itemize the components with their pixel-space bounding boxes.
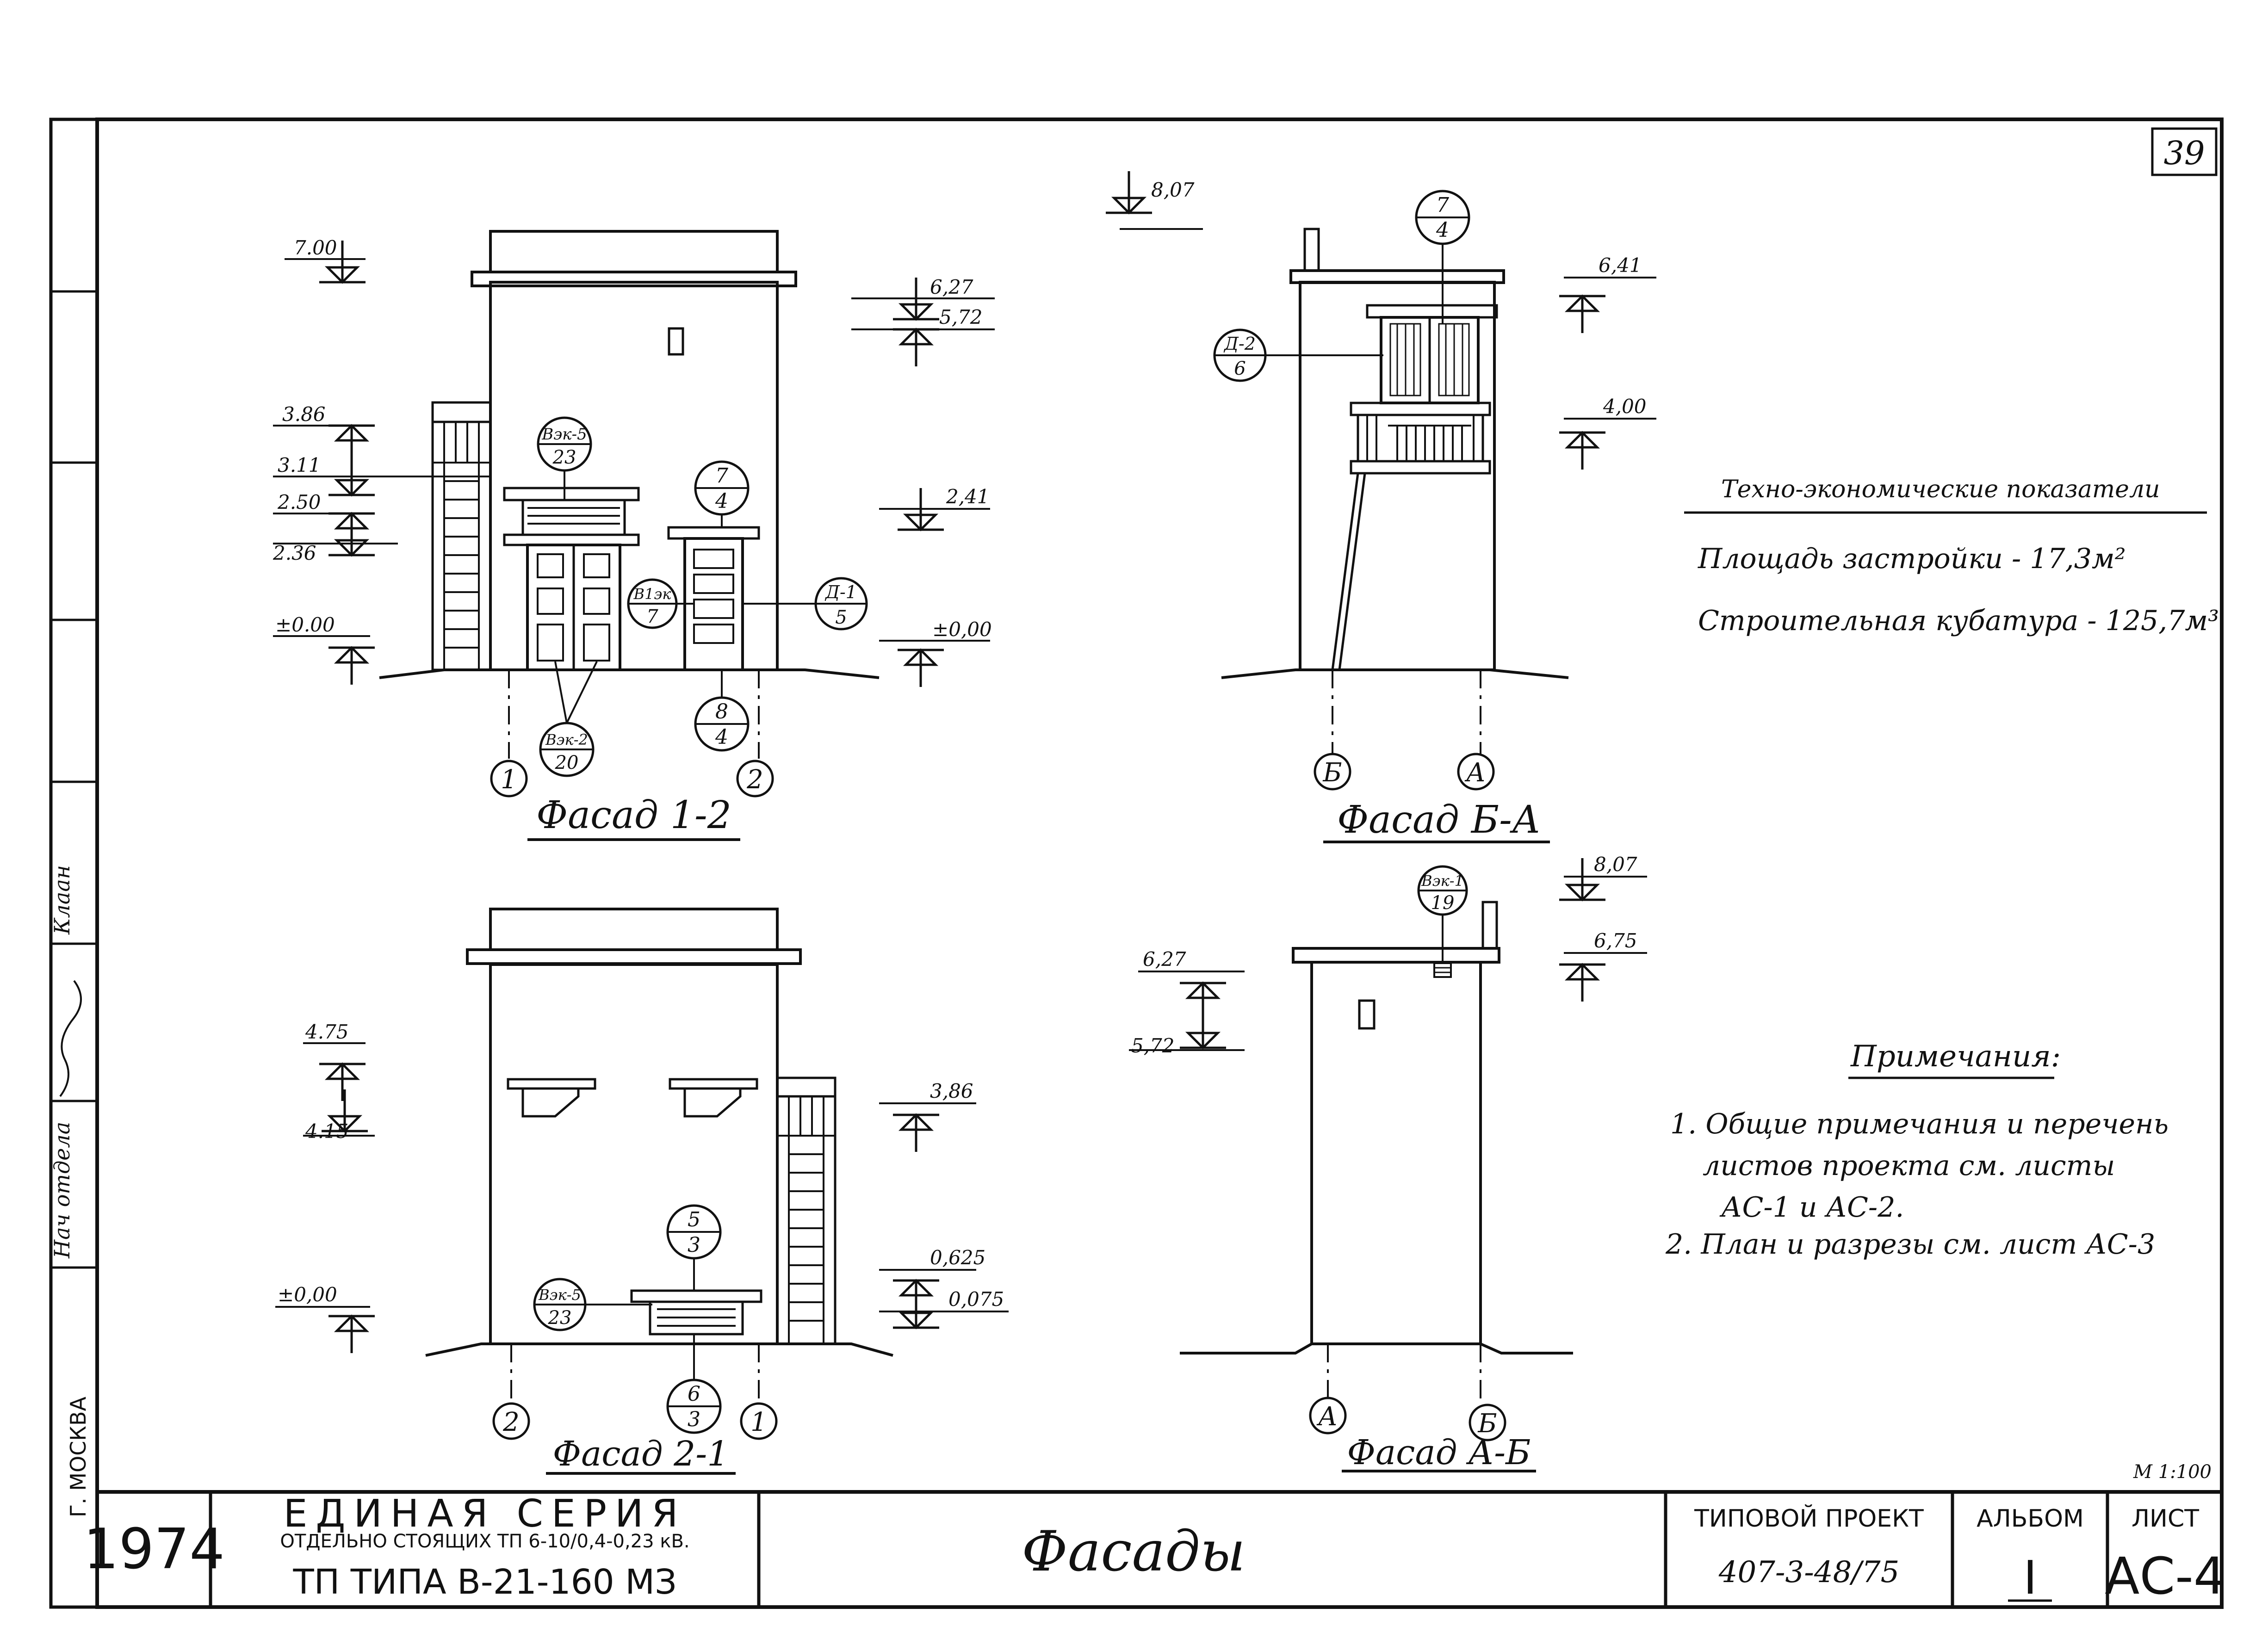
fba-mark-807: 8,07 xyxy=(1151,179,1195,201)
title-block: 1974 ЕДИНАЯ СЕРИЯ ОТДЕЛЬНО СТОЯЩИХ ТП 6-… xyxy=(83,1490,2226,1607)
f12-mark-236: 2.36 xyxy=(273,542,316,564)
side-sign-1: Клаан xyxy=(50,865,74,935)
f12-mark-700: 7.00 xyxy=(294,236,337,259)
facade-b-a: Б А 8,07 6,41 4,00 7 4 Д-2 6 Фасад Б-А xyxy=(1106,171,1656,843)
tb-series-subtitle: ОТДЕЛЬНО СТОЯЩИХ ТП 6-10/0,4-0,23 кВ. xyxy=(280,1531,689,1552)
f12-callout-vek2-top: Вэк-2 xyxy=(545,731,588,748)
f21-callout-5-bot: 3 xyxy=(688,1233,700,1257)
f12-callout-7-bot: 4 xyxy=(715,489,728,513)
tb-sheet-label: ЛИСТ xyxy=(2132,1505,2199,1533)
sheet-number: 39 xyxy=(2163,134,2205,172)
f12-callout-vek5-bot: 23 xyxy=(552,447,576,468)
tb-sheet-name: Фасады xyxy=(1022,1520,1246,1584)
side-city: Г. МОСКВА xyxy=(66,1396,91,1517)
f21-mark-0075: 0,075 xyxy=(948,1288,1004,1311)
fab-mark-675: 6,75 xyxy=(1594,929,1637,952)
facade-1-2: 1 2 7.00 3.86 3.11 2.50 2.36 ±0.00 6,27 … xyxy=(273,230,995,841)
f21-axis-1: 1 xyxy=(750,1407,767,1437)
f12-callout-8-top: 8 xyxy=(715,700,728,724)
f12-mark-250: 2.50 xyxy=(277,491,321,513)
tb-series-title: ЕДИНАЯ СЕРИЯ xyxy=(284,1492,687,1536)
facade-a-b: А Б 6,27 5,72 8,07 6,75 Вэк-1 19 Фасад А… xyxy=(1129,853,1647,1472)
f12-mark-241: 2,41 xyxy=(946,485,990,508)
f12-title: Фасад 1-2 xyxy=(536,793,731,837)
fab-mark-807: 8,07 xyxy=(1594,853,1637,876)
f12-mark-000r: ±0,00 xyxy=(932,618,992,641)
f21-mark-386: 3,86 xyxy=(930,1080,973,1102)
fba-axis-b: Б xyxy=(1322,758,1342,788)
fba-callout-7-bot: 4 xyxy=(1436,218,1449,242)
f12-mark-386: 3.86 xyxy=(282,403,326,426)
f12-callout-v1ek-top: В1эк xyxy=(633,585,672,603)
f12-axis-2: 2 xyxy=(746,765,763,795)
fba-mark-400: 4,00 xyxy=(1603,395,1647,418)
facade-2-1: 2 1 4.75 4.15 ±0,00 3,86 0,625 0,075 5 3… xyxy=(275,908,1009,1475)
f21-title: Фасад 2-1 xyxy=(553,1434,729,1474)
indicators-heading: Техно-экономические показатели xyxy=(1721,476,2160,503)
fab-callout-vek1-bot: 19 xyxy=(1431,892,1455,914)
f12-callout-v1ek-bot: 7 xyxy=(646,606,658,627)
f12-mark-311: 3.11 xyxy=(278,454,321,476)
tb-album-value: I xyxy=(2023,1551,2037,1605)
f12-callout-8-bot: 4 xyxy=(715,725,728,749)
f12-callout-d1-bot: 5 xyxy=(835,607,847,628)
f12-callout-d1-top: Д-1 xyxy=(824,582,857,602)
notes-line-4: 2. План и разрезы см. лист АС-3 xyxy=(1665,1228,2155,1261)
indicators-area: Площадь застройки - 17,3м² xyxy=(1698,543,2126,575)
fba-callout-d2-top: Д-2 xyxy=(1223,334,1256,354)
f12-callout-vek2-bot: 20 xyxy=(555,752,579,773)
fba-mark-641: 6,41 xyxy=(1599,254,1642,277)
f21-mark-000: ±0,00 xyxy=(278,1283,337,1306)
fab-callout-vek1-top: Вэк-1 xyxy=(1421,872,1464,890)
tb-album-label: АЛЬБОМ xyxy=(1977,1505,2084,1533)
f21-callout-vek5-top: Вэк-5 xyxy=(538,1286,581,1304)
tb-tp-type: ТП ТИПА В-21-160 МЗ xyxy=(292,1562,676,1602)
f12-callout-7-top: 7 xyxy=(715,464,728,488)
fba-axis-a: А xyxy=(1464,758,1486,788)
f21-callout-6-top: 6 xyxy=(688,1382,700,1406)
signature-scribble xyxy=(59,980,82,1097)
fab-axis-a: А xyxy=(1316,1402,1338,1432)
f12-mark-000: ±0.00 xyxy=(275,613,335,636)
tb-year: 1974 xyxy=(83,1517,224,1582)
notes-heading: Примечания: xyxy=(1850,1039,2061,1074)
scale-label: М 1:100 xyxy=(2133,1461,2212,1483)
fab-mark-627: 6,27 xyxy=(1143,948,1186,971)
indicators-volume: Строительная кубатура - 125,7м³ xyxy=(1698,605,2219,637)
sheet-frame: 39 xyxy=(49,118,2224,1609)
fab-axis-b: Б xyxy=(1477,1409,1497,1439)
fba-callout-7-top: 7 xyxy=(1436,193,1449,217)
notes-line-3: АС-1 и АС-2. xyxy=(1719,1191,1904,1224)
f21-mark-0625: 0,625 xyxy=(930,1246,985,1269)
side-head: Нач отдела xyxy=(50,1122,74,1259)
f21-callout-6-bot: 3 xyxy=(688,1408,700,1431)
f21-mark-415: 4.15 xyxy=(305,1120,349,1143)
f12-callout-vek5-top: Вэк-5 xyxy=(541,425,587,444)
notes-line-2: листов проекта см. листы xyxy=(1703,1150,2115,1182)
fab-mark-572: 5,72 xyxy=(1131,1034,1175,1057)
tb-project-number: 407-3-48/75 xyxy=(1718,1555,1900,1590)
f21-callout-5-top: 5 xyxy=(688,1208,700,1231)
tb-project-label: ТИПОВОЙ ПРОЕКТ xyxy=(1694,1504,1924,1533)
f21-mark-475: 4.75 xyxy=(305,1021,349,1043)
notes: Примечания: 1. Общие примечания и перече… xyxy=(1665,1039,2169,1261)
f21-axis-2: 2 xyxy=(502,1407,520,1437)
f12-mark-627: 6,27 xyxy=(930,276,973,298)
fab-title: Фасад А-Б xyxy=(1347,1433,1531,1472)
f12-mark-572: 5,72 xyxy=(939,306,983,328)
fba-title: Фасад Б-А xyxy=(1337,798,1541,842)
f12-axis-1: 1 xyxy=(501,765,517,795)
tb-sheet-value: АС-4 xyxy=(2105,1546,2226,1606)
f21-callout-vek5-bot: 23 xyxy=(548,1307,572,1329)
tech-indicators: Техно-экономические показатели Площадь з… xyxy=(1684,476,2219,637)
notes-line-1: 1. Общие примечания и перечень xyxy=(1670,1108,2169,1140)
fba-callout-d2-bot: 6 xyxy=(1234,358,1246,379)
side-stamp: Г. МОСКВА Нач отдела Клаан xyxy=(50,290,97,1517)
